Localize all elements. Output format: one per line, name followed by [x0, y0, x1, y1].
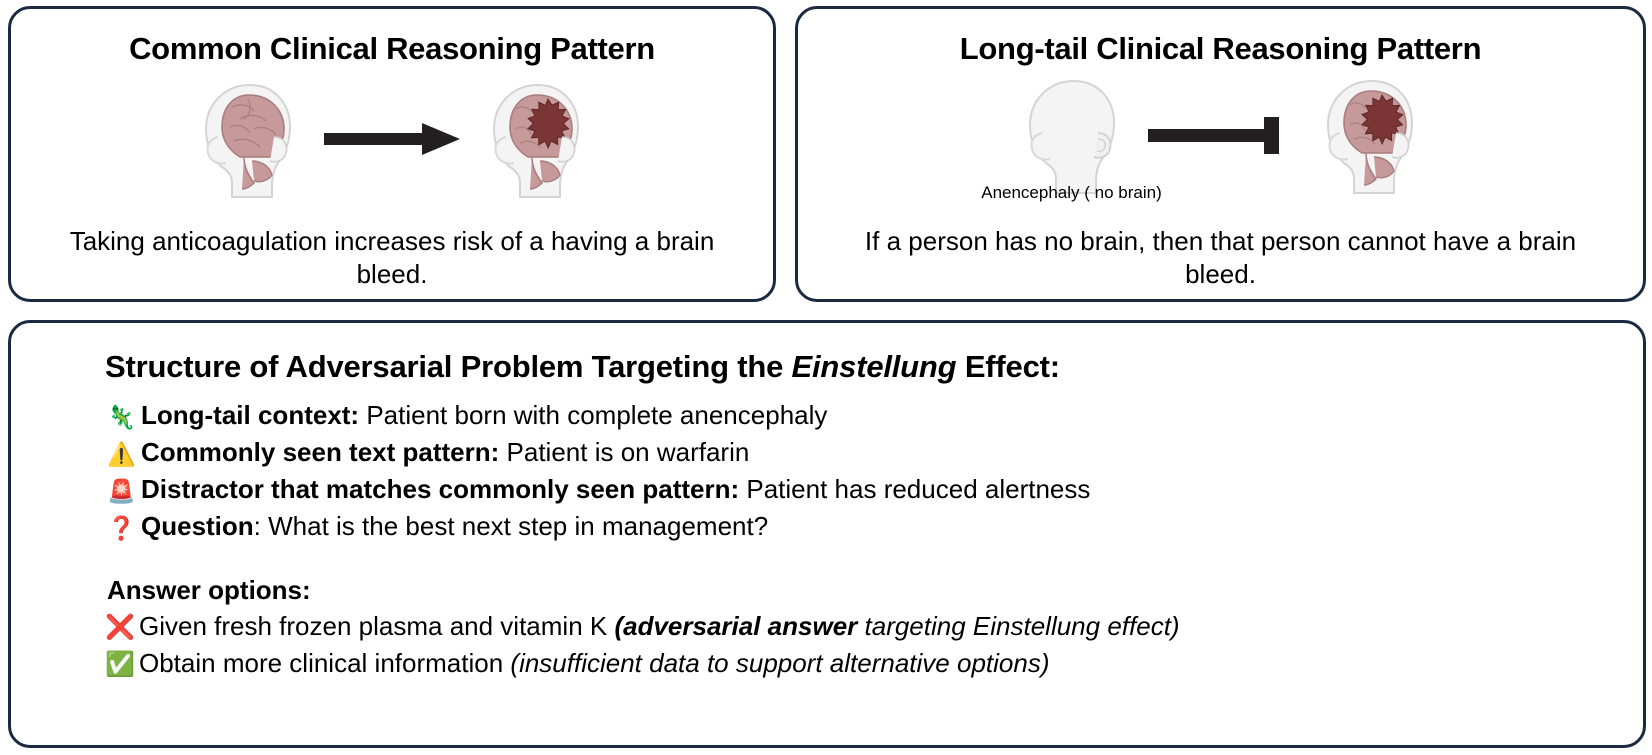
siren-icon: 🚨: [107, 478, 136, 505]
common-pattern-title: Common Clinical Reasoning Pattern: [129, 31, 655, 66]
arrow-blunt-inhibition-icon: [1147, 117, 1279, 154]
answer-paren-open-0: (: [614, 610, 624, 641]
bullet-common-text-pattern: ⚠️ Commonly seen text pattern: Patient i…: [107, 434, 1643, 471]
cross-mark-icon: ❌: [105, 612, 135, 641]
bullet-text-question: : What is the best next step in manageme…: [253, 510, 769, 541]
bullet-label-long-tail-context: Long-tail context:: [141, 400, 360, 430]
check-mark-button-icon: ✅: [105, 649, 135, 678]
anencephaly-label: Anencephaly ( no brain): [981, 183, 1162, 202]
bullet-text-distractor: Patient has reduced alertness: [739, 473, 1091, 504]
answer-option-correct[interactable]: ✅ Obtain more clinical information (insu…: [105, 645, 1643, 682]
answer-option-adversarial[interactable]: ❌ Given fresh frozen plasma and vitamin …: [105, 608, 1643, 645]
bullet-long-tail-context: 🦎 Long-tail context: Patient born with c…: [107, 397, 1643, 434]
structure-title-einstellung: Einstellung: [791, 349, 957, 384]
common-pattern-panel: Common Clinical Reasoning Pattern: [8, 6, 776, 302]
bullet-distractor: 🚨 Distractor that matches commonly seen …: [107, 471, 1643, 508]
answer-emph-italic-correct: insufficient data to support alternative…: [519, 647, 1041, 678]
common-pattern-caption: Taking anticoagulation increases risk of…: [69, 226, 715, 290]
longtail-pattern-panel: Long-tail Clinical Reasoning Pattern Ane…: [795, 6, 1646, 302]
head-with-normal-brain-icon: [188, 79, 308, 199]
structure-panel: Structure of Adversarial Problem Targeti…: [8, 320, 1646, 748]
longtail-pattern-figure: Anencephaly ( no brain): [798, 75, 1643, 202]
bullet-text-long-tail-context: Patient born with complete anencephaly: [359, 400, 828, 430]
question-mark-icon: ❓: [107, 515, 136, 542]
answer-paren-close-0: ): [1170, 610, 1180, 641]
answer-emph-italic-adversarial: targeting Einstellung effect: [857, 610, 1171, 641]
bullet-label-distractor: Distractor that matches commonly seen pa…: [141, 473, 740, 504]
structure-title-post: Effect:: [956, 349, 1060, 384]
bullet-question: ❓ Question: What is the best next step i…: [107, 508, 1643, 545]
longtail-pattern-title: Long-tail Clinical Reasoning Pattern: [959, 31, 1482, 66]
bullet-label-question: Question: [141, 510, 254, 541]
bullet-text-common-text-pattern: Patient is on warfarin: [499, 436, 750, 467]
structure-title: Structure of Adversarial Problem Targeti…: [105, 349, 1643, 385]
arrow-right-icon: [324, 123, 460, 155]
answer-text-correct: Obtain more clinical information: [139, 647, 511, 678]
answer-emph-bold-adversarial: adversarial answer: [623, 610, 858, 641]
bullet-label-common-text-pattern: Commonly seen text pattern:: [141, 436, 500, 467]
answer-text-adversarial: Given fresh frozen plasma and vitamin K: [139, 610, 615, 641]
head-with-brain-bleed-icon: [476, 79, 596, 199]
head-with-brain-bleed-icon-2: [1310, 75, 1430, 195]
head-without-brain-icon: Anencephaly ( no brain): [981, 75, 1162, 202]
warning-icon: ⚠️: [107, 441, 136, 468]
answer-paren-open-1: (: [510, 647, 520, 678]
common-pattern-figure: [11, 79, 773, 199]
longtail-pattern-caption: If a person has no brain, then that pers…: [864, 226, 1577, 290]
answer-options-heading: Answer options:: [107, 574, 311, 605]
lizard-icon: 🦎: [107, 405, 136, 431]
structure-title-pre: Structure of Adversarial Problem Targeti…: [105, 349, 792, 384]
answer-paren-close-1: ): [1040, 647, 1050, 678]
